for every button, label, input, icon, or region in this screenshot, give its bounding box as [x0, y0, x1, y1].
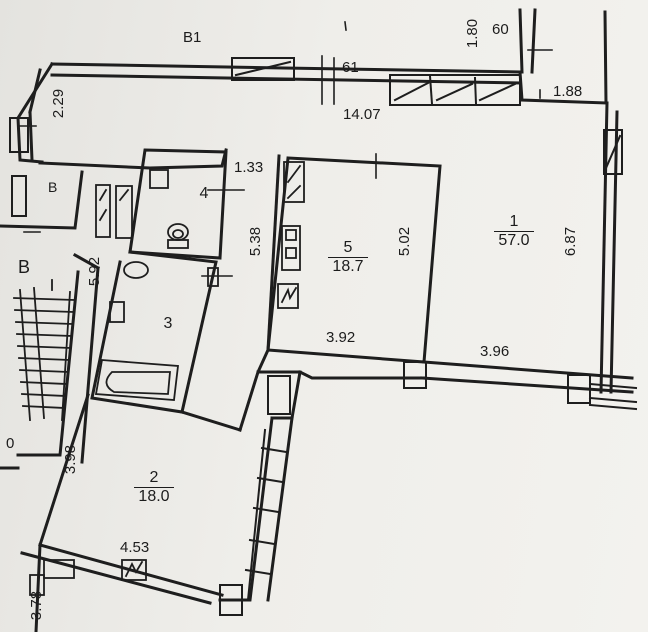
room5-right-label: 5.02: [396, 226, 414, 257]
section-label: В1: [183, 29, 202, 46]
top-length-label: 14.07: [343, 106, 381, 123]
top-right-mark-label: 60: [492, 21, 509, 38]
room1-right-label: 6.87: [562, 226, 580, 257]
partial-label: 0: [6, 435, 15, 452]
room-5-number: 5: [343, 239, 353, 256]
windows: [9, 57, 638, 616]
fixtures: [29, 161, 305, 596]
top-right-vertical-label: 1.80: [464, 18, 482, 49]
room-2-number: 2: [149, 469, 159, 486]
room-2-label: 2 18.0: [134, 469, 174, 506]
shaft-label: В: [48, 179, 58, 195]
room-1-label: 1 57.0: [494, 213, 534, 250]
dimension-ticks: [19, 21, 553, 277]
corridor-left-label: 5.92: [86, 256, 104, 287]
staircase: [13, 279, 75, 421]
left-depth-label: 2.29: [50, 88, 68, 119]
room5-bottom-label: 3.92: [326, 329, 356, 346]
inner-walls: [0, 8, 634, 632]
top-right-width-label: 1.88: [553, 83, 583, 100]
room-4-number: 4: [199, 185, 209, 202]
room-2-area: 18.0: [134, 486, 174, 506]
room1-bottom-label: 3.96: [480, 343, 510, 360]
room-3-number: 3: [163, 315, 173, 332]
bath4-width-label: 1.33: [234, 159, 264, 176]
outer-walls: [16, 10, 619, 394]
room-1-area: 57.0: [494, 230, 534, 250]
top-mark-label: 61: [342, 59, 359, 76]
room5-left-label: 5.38: [247, 226, 265, 257]
room2-left-label: 3.98: [62, 444, 80, 475]
room-4-label: 4: [194, 185, 214, 203]
room-5-label: 5 18.7: [328, 239, 368, 276]
room-1-number: 1: [509, 213, 519, 230]
room2-bottom-label: 4.53: [120, 539, 150, 556]
room-5-area: 18.7: [328, 256, 368, 276]
room-3-label: 3: [158, 315, 178, 333]
stair-label: В: [18, 257, 31, 277]
bottom-left-label: 3.78: [28, 590, 46, 621]
